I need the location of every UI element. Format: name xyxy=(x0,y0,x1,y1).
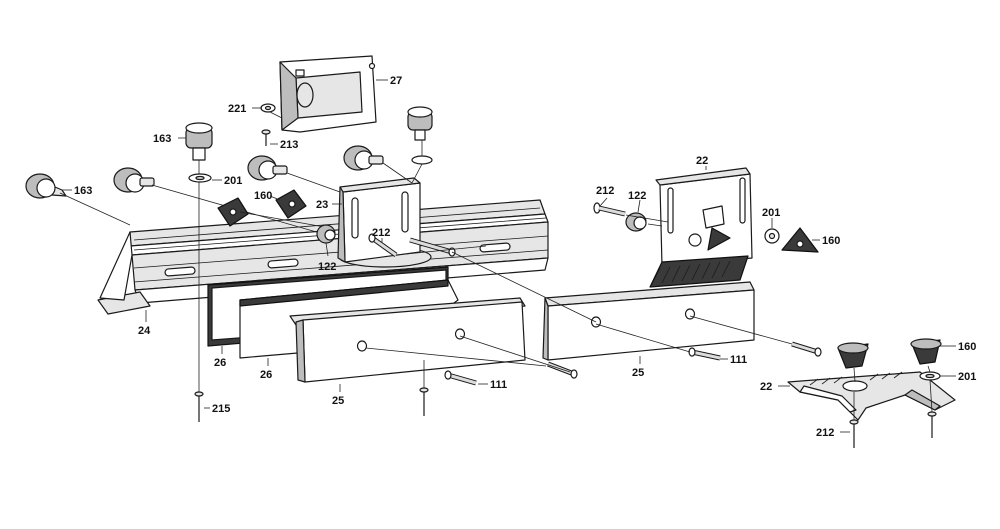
knob-163-center xyxy=(185,122,213,161)
knob-163-left xyxy=(25,173,131,226)
callout-25-left: 25 xyxy=(332,395,344,407)
callout-201-right: 201 xyxy=(762,207,780,219)
washer-201-base xyxy=(919,371,941,381)
knob-122-center xyxy=(316,224,336,244)
callout-111-left: 111 xyxy=(490,379,507,391)
screw-base-right xyxy=(927,411,937,438)
callout-212-base: 212 xyxy=(816,427,834,439)
washer-201-right xyxy=(764,228,780,244)
callout-24: 24 xyxy=(138,325,151,337)
bolt-212-center xyxy=(368,233,398,258)
bolt-212-right xyxy=(593,202,626,217)
screw-left-bottom xyxy=(419,387,429,416)
star-knob-160-left xyxy=(217,197,331,229)
callout-160-left: 160 xyxy=(254,190,272,202)
star-knob-160-right xyxy=(781,227,819,253)
callout-221: 221 xyxy=(228,103,246,115)
callout-22-top: 22 xyxy=(696,155,708,167)
screw-213 xyxy=(261,129,271,146)
callout-212-right: 212 xyxy=(596,185,614,197)
callout-27: 27 xyxy=(390,75,402,87)
callout-213: 213 xyxy=(280,139,298,151)
callout-163-top: 163 xyxy=(153,133,171,145)
callout-23: 23 xyxy=(316,199,328,211)
knob-knurled-2 xyxy=(113,167,321,234)
screw-215 xyxy=(194,391,204,422)
knob-knurled-top-right xyxy=(407,106,433,184)
nut-221 xyxy=(260,103,276,113)
callout-25-right: 25 xyxy=(632,367,644,379)
part-sub-fence-left xyxy=(289,297,526,383)
washer-201-left xyxy=(188,173,212,290)
bolt-111-right xyxy=(688,347,721,361)
callout-122-right: 122 xyxy=(628,190,646,202)
star-knob-160-center xyxy=(275,189,307,219)
callout-215: 215 xyxy=(212,403,230,415)
callout-26-front: 26 xyxy=(260,369,272,381)
screw-212-base xyxy=(849,419,859,448)
assembly-lines xyxy=(198,111,933,420)
knob-160-base xyxy=(910,338,942,365)
knob-knurled-4 xyxy=(343,145,413,184)
part-sub-fence-right xyxy=(542,281,755,361)
callout-201-base: 201 xyxy=(958,371,976,383)
callout-111-right: 111 xyxy=(730,354,747,366)
bolt-111-left xyxy=(444,370,477,386)
callout-26-rear: 26 xyxy=(214,357,226,369)
part-featherboard-upright xyxy=(649,167,753,288)
knob-base-left xyxy=(837,342,869,369)
callout-122-center: 122 xyxy=(318,261,336,273)
callout-160-base: 160 xyxy=(958,341,976,353)
callout-22-base: 22 xyxy=(760,381,772,393)
callout-labels: 27 221 213 163 163 201 160 23 212 122 24… xyxy=(62,75,976,439)
bolt-111-far-right xyxy=(791,341,822,357)
part-center-bracket xyxy=(337,177,432,268)
callout-212-center: 212 xyxy=(372,227,390,239)
callout-163-left: 163 xyxy=(74,185,92,197)
knob-knurled-3 xyxy=(247,155,341,193)
part-clamp-block xyxy=(279,55,377,133)
callout-201-left: 201 xyxy=(224,175,242,187)
callout-160-right: 160 xyxy=(822,235,840,247)
